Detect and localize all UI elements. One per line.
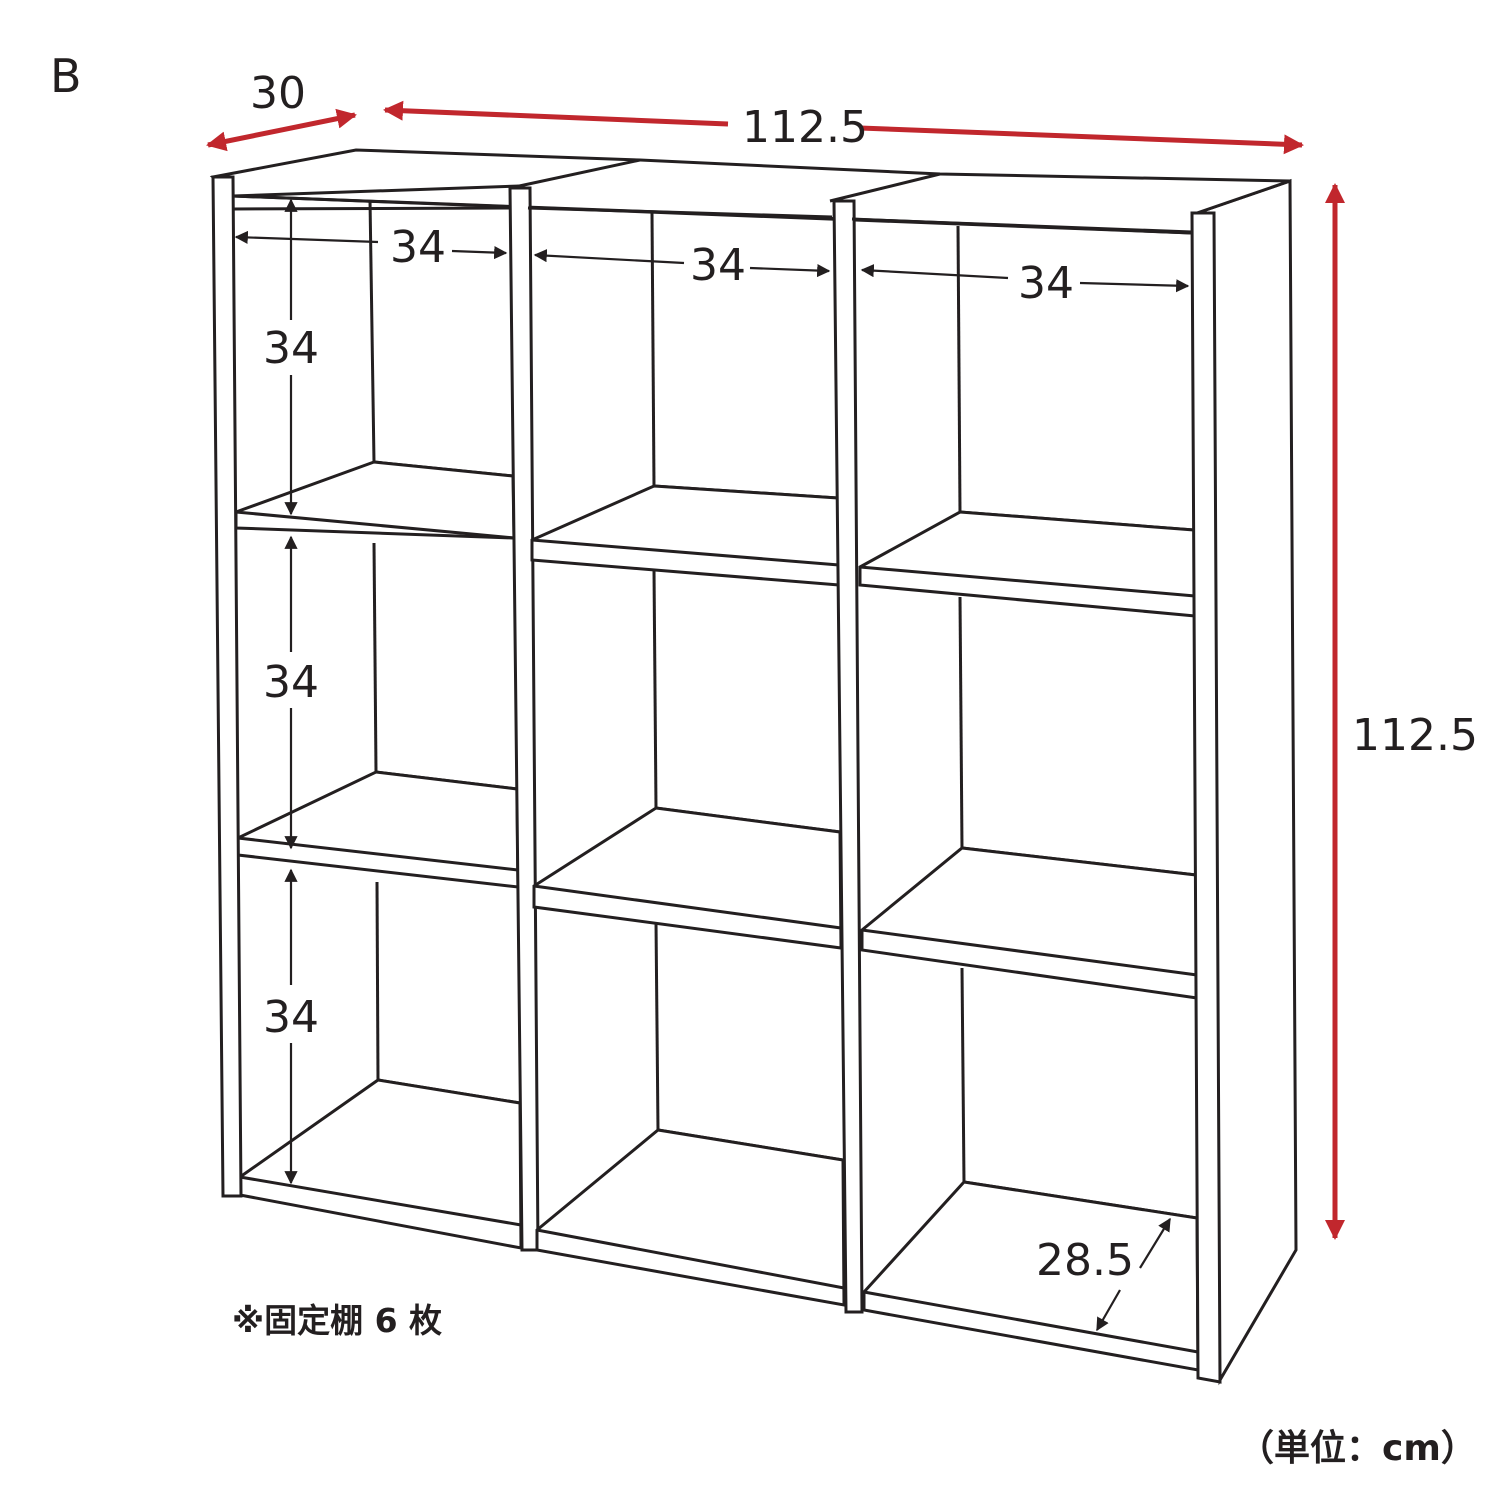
- fixed-shelf: [860, 846, 1199, 1000]
- left-side-panel: [211, 175, 243, 1198]
- depth-arrow: [206, 108, 357, 152]
- divider-panel: [832, 199, 864, 1314]
- overall-dimensions: [206, 100, 1345, 1240]
- cell-height-bottom-label: 34: [263, 992, 319, 1043]
- fixed-shelf: [234, 460, 516, 540]
- bottom-board: [535, 1128, 846, 1307]
- left-column: [211, 175, 523, 1250]
- figure-label: B: [50, 49, 82, 103]
- fixed-shelf: [530, 484, 841, 587]
- fixed-shelves-note: ※固定棚 6 枚: [232, 1301, 442, 1340]
- divider-panel: [508, 186, 540, 1252]
- right-front-edge: [1190, 211, 1222, 1384]
- cell-width-right-label: 34: [1018, 258, 1074, 309]
- cell-width-center-label: 34: [690, 240, 746, 291]
- center-column: [527, 206, 846, 1307]
- width-arrow-right: [859, 125, 1304, 155]
- right-column: [851, 211, 1222, 1384]
- cell-height-middle-label: 34: [263, 657, 319, 708]
- inner-dimensions: [234, 198, 1190, 1332]
- unit-label: （単位：cm）: [1238, 1428, 1477, 1469]
- width-arrow-left: [383, 100, 729, 127]
- depth-label: 30: [250, 68, 306, 119]
- inner-depth-label: 28.5: [1036, 1235, 1134, 1286]
- cell-height-top-label: 34: [263, 323, 319, 374]
- fixed-shelf: [532, 806, 843, 950]
- fixed-shelf: [858, 510, 1197, 618]
- shelf-drawing: [209, 148, 1298, 1386]
- cell-width-left-label: 34: [390, 222, 446, 273]
- total-width-label: 112.5: [742, 102, 868, 153]
- bottom-board: [238, 1078, 523, 1250]
- fixed-shelf: [236, 770, 520, 889]
- total-height-label: 112.5: [1352, 710, 1478, 761]
